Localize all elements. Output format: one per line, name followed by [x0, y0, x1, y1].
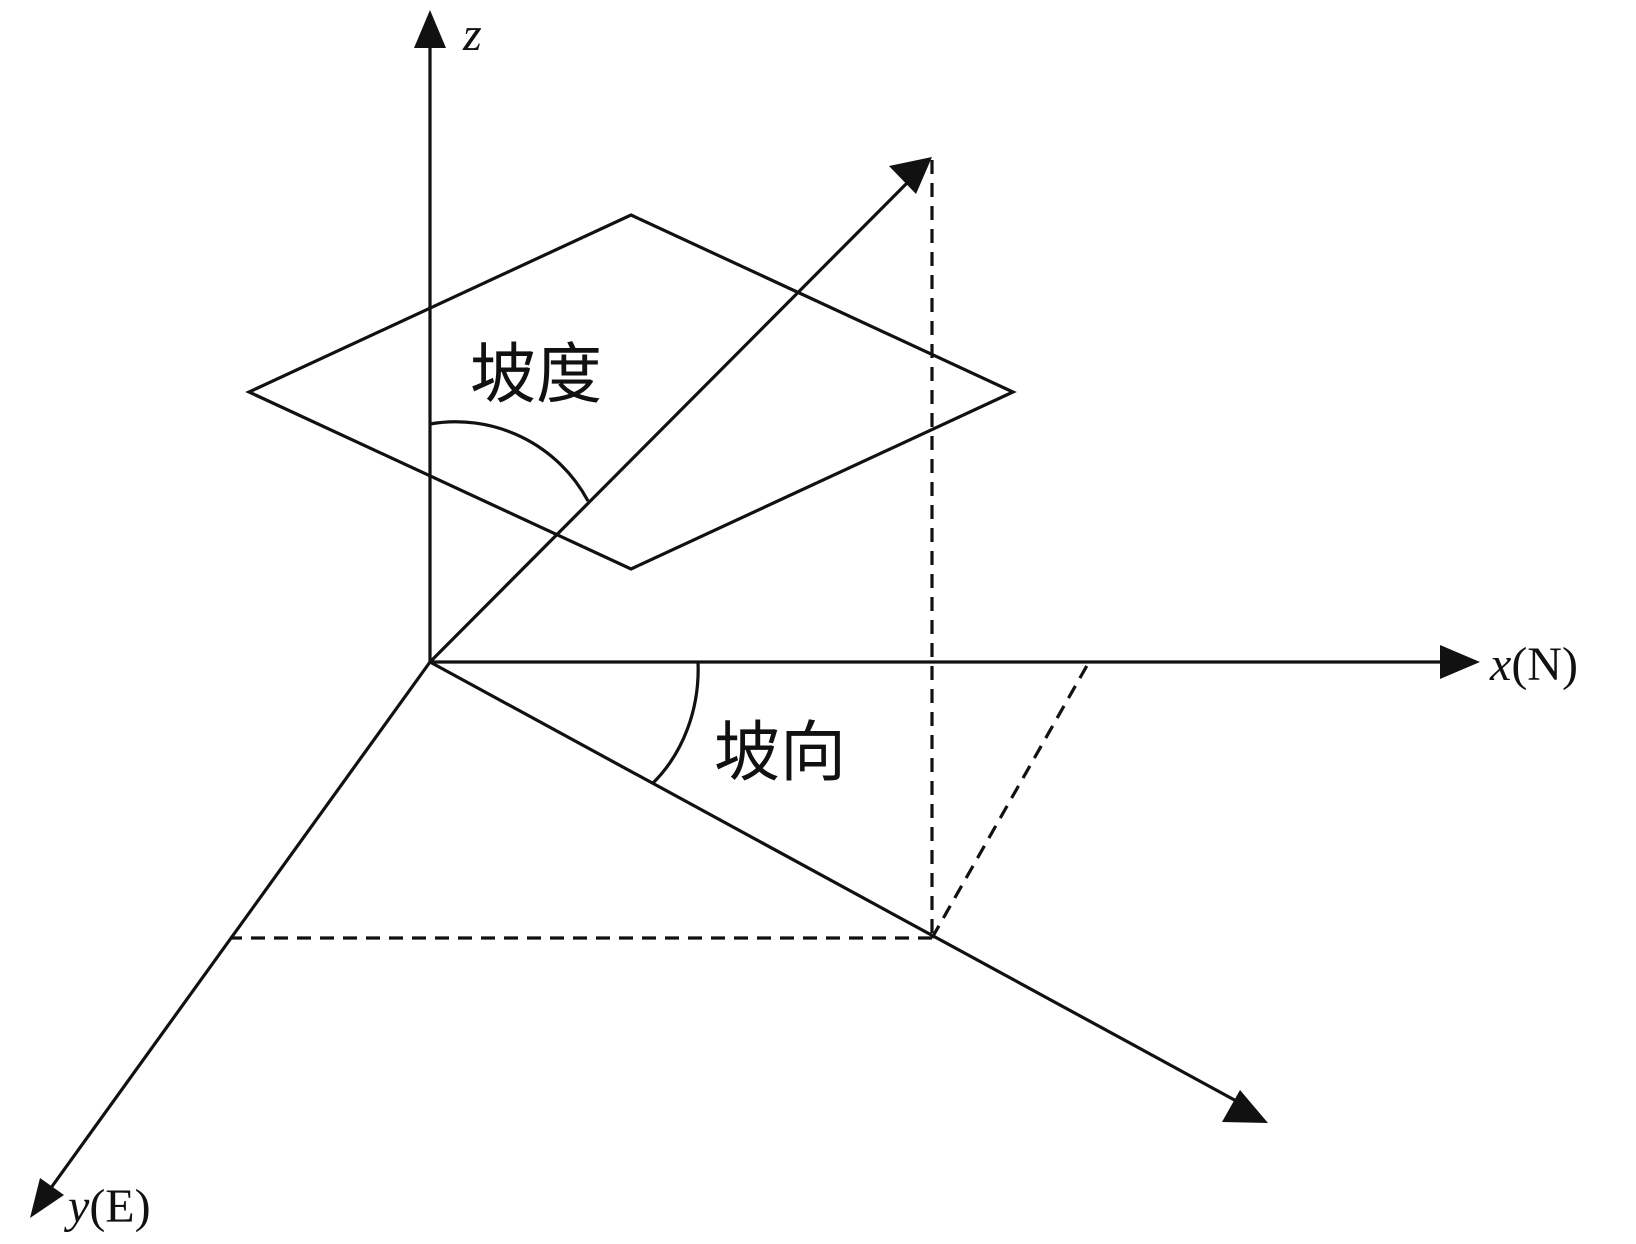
y-axis-direction: (E): [89, 1180, 150, 1233]
x-axis-label: x(N): [1489, 638, 1578, 691]
y-axis-label: y(E): [63, 1180, 151, 1233]
z-axis-label: z: [462, 8, 482, 61]
aspect-label: 坡向: [714, 714, 846, 791]
x-component-dashed-line: [930, 661, 1091, 939]
z-axis-arrowhead: [414, 10, 446, 48]
slope-label: 坡度: [470, 336, 602, 413]
z-axis: [414, 10, 446, 662]
projection-vector-arrowhead: [1222, 1090, 1268, 1123]
x-axis-variable: x: [1489, 638, 1511, 691]
x-axis-arrowhead: [1440, 645, 1480, 679]
aspect-angle-arc: [650, 661, 700, 786]
y-axis-variable: y: [63, 1180, 90, 1233]
x-axis: [430, 645, 1480, 679]
y-axis: [30, 661, 432, 1218]
slope-angle-arc: [429, 420, 590, 502]
slope-plane: [245, 213, 1017, 571]
normal-vector: [428, 157, 932, 664]
normal-vector-arrowhead: [889, 157, 932, 194]
z-axis-variable: z: [462, 8, 482, 61]
normal-vector-line: [428, 178, 912, 664]
y-axis-line: [46, 661, 432, 1193]
y-axis-arrowhead: [30, 1178, 64, 1218]
x-axis-direction: (N): [1511, 638, 1578, 691]
projection-vector: [429, 660, 1268, 1123]
projection-vector-line: [429, 660, 1241, 1105]
